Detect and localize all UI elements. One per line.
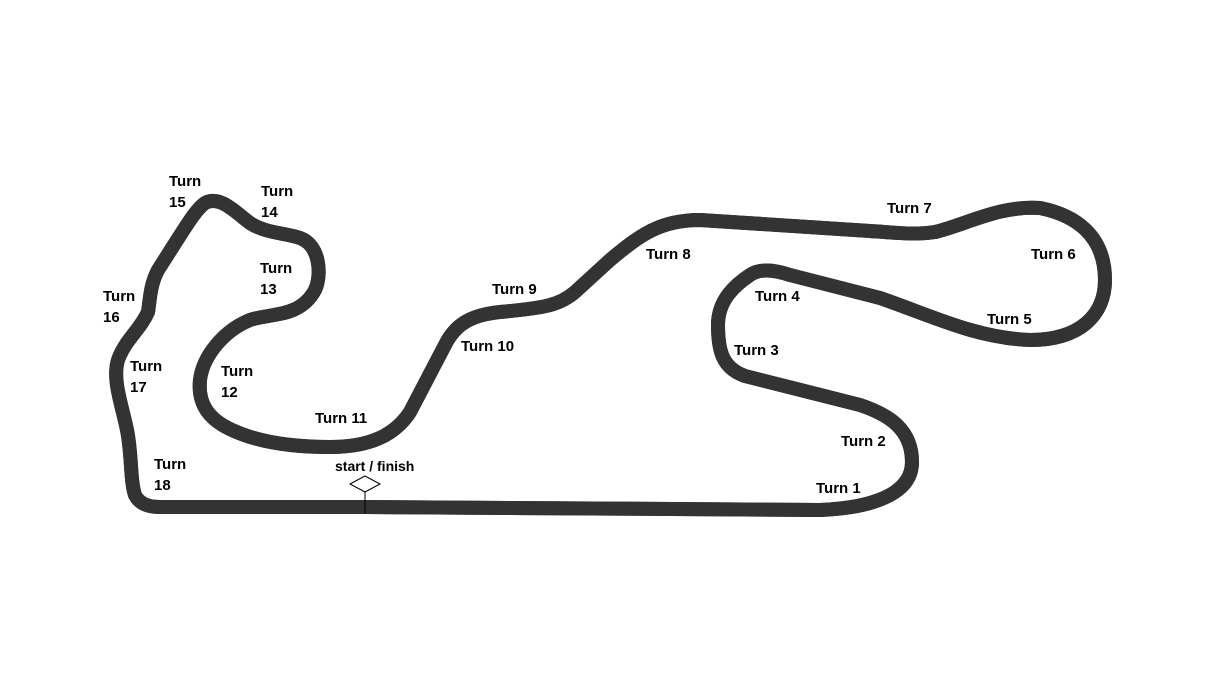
turn-10-label: Turn 10	[461, 338, 515, 355]
turn-9-label: Turn 9	[492, 281, 537, 298]
turn-16-label: Turn 16	[103, 288, 136, 326]
turn-15-label: Turn 15	[169, 173, 202, 211]
turn-4-label: Turn 4	[755, 288, 800, 305]
turn-18-label: Turn 18	[154, 456, 187, 494]
turn-13-label: Turn 13	[260, 260, 293, 298]
turn-3-label: Turn 3	[734, 342, 779, 359]
turn-8-label: Turn 8	[646, 246, 691, 263]
turn-7-label: Turn 7	[887, 200, 932, 217]
turn-14-label: Turn 14	[261, 183, 294, 221]
start-finish-flag-icon	[348, 475, 382, 493]
start-finish-label: start / finish	[335, 458, 415, 474]
turn-12-label: Turn 12	[221, 363, 254, 401]
track-outline	[109, 194, 1112, 517]
turn-6-label: Turn 6	[1031, 246, 1076, 263]
turn-2-label: Turn 2	[841, 433, 886, 450]
turn-1-label: Turn 1	[816, 480, 861, 497]
turn-5-label: Turn 5	[987, 311, 1032, 328]
turn-17-label: Turn 17	[130, 358, 163, 396]
track-surface	[116, 201, 1105, 510]
turn-11-label: Turn 11	[315, 410, 368, 427]
